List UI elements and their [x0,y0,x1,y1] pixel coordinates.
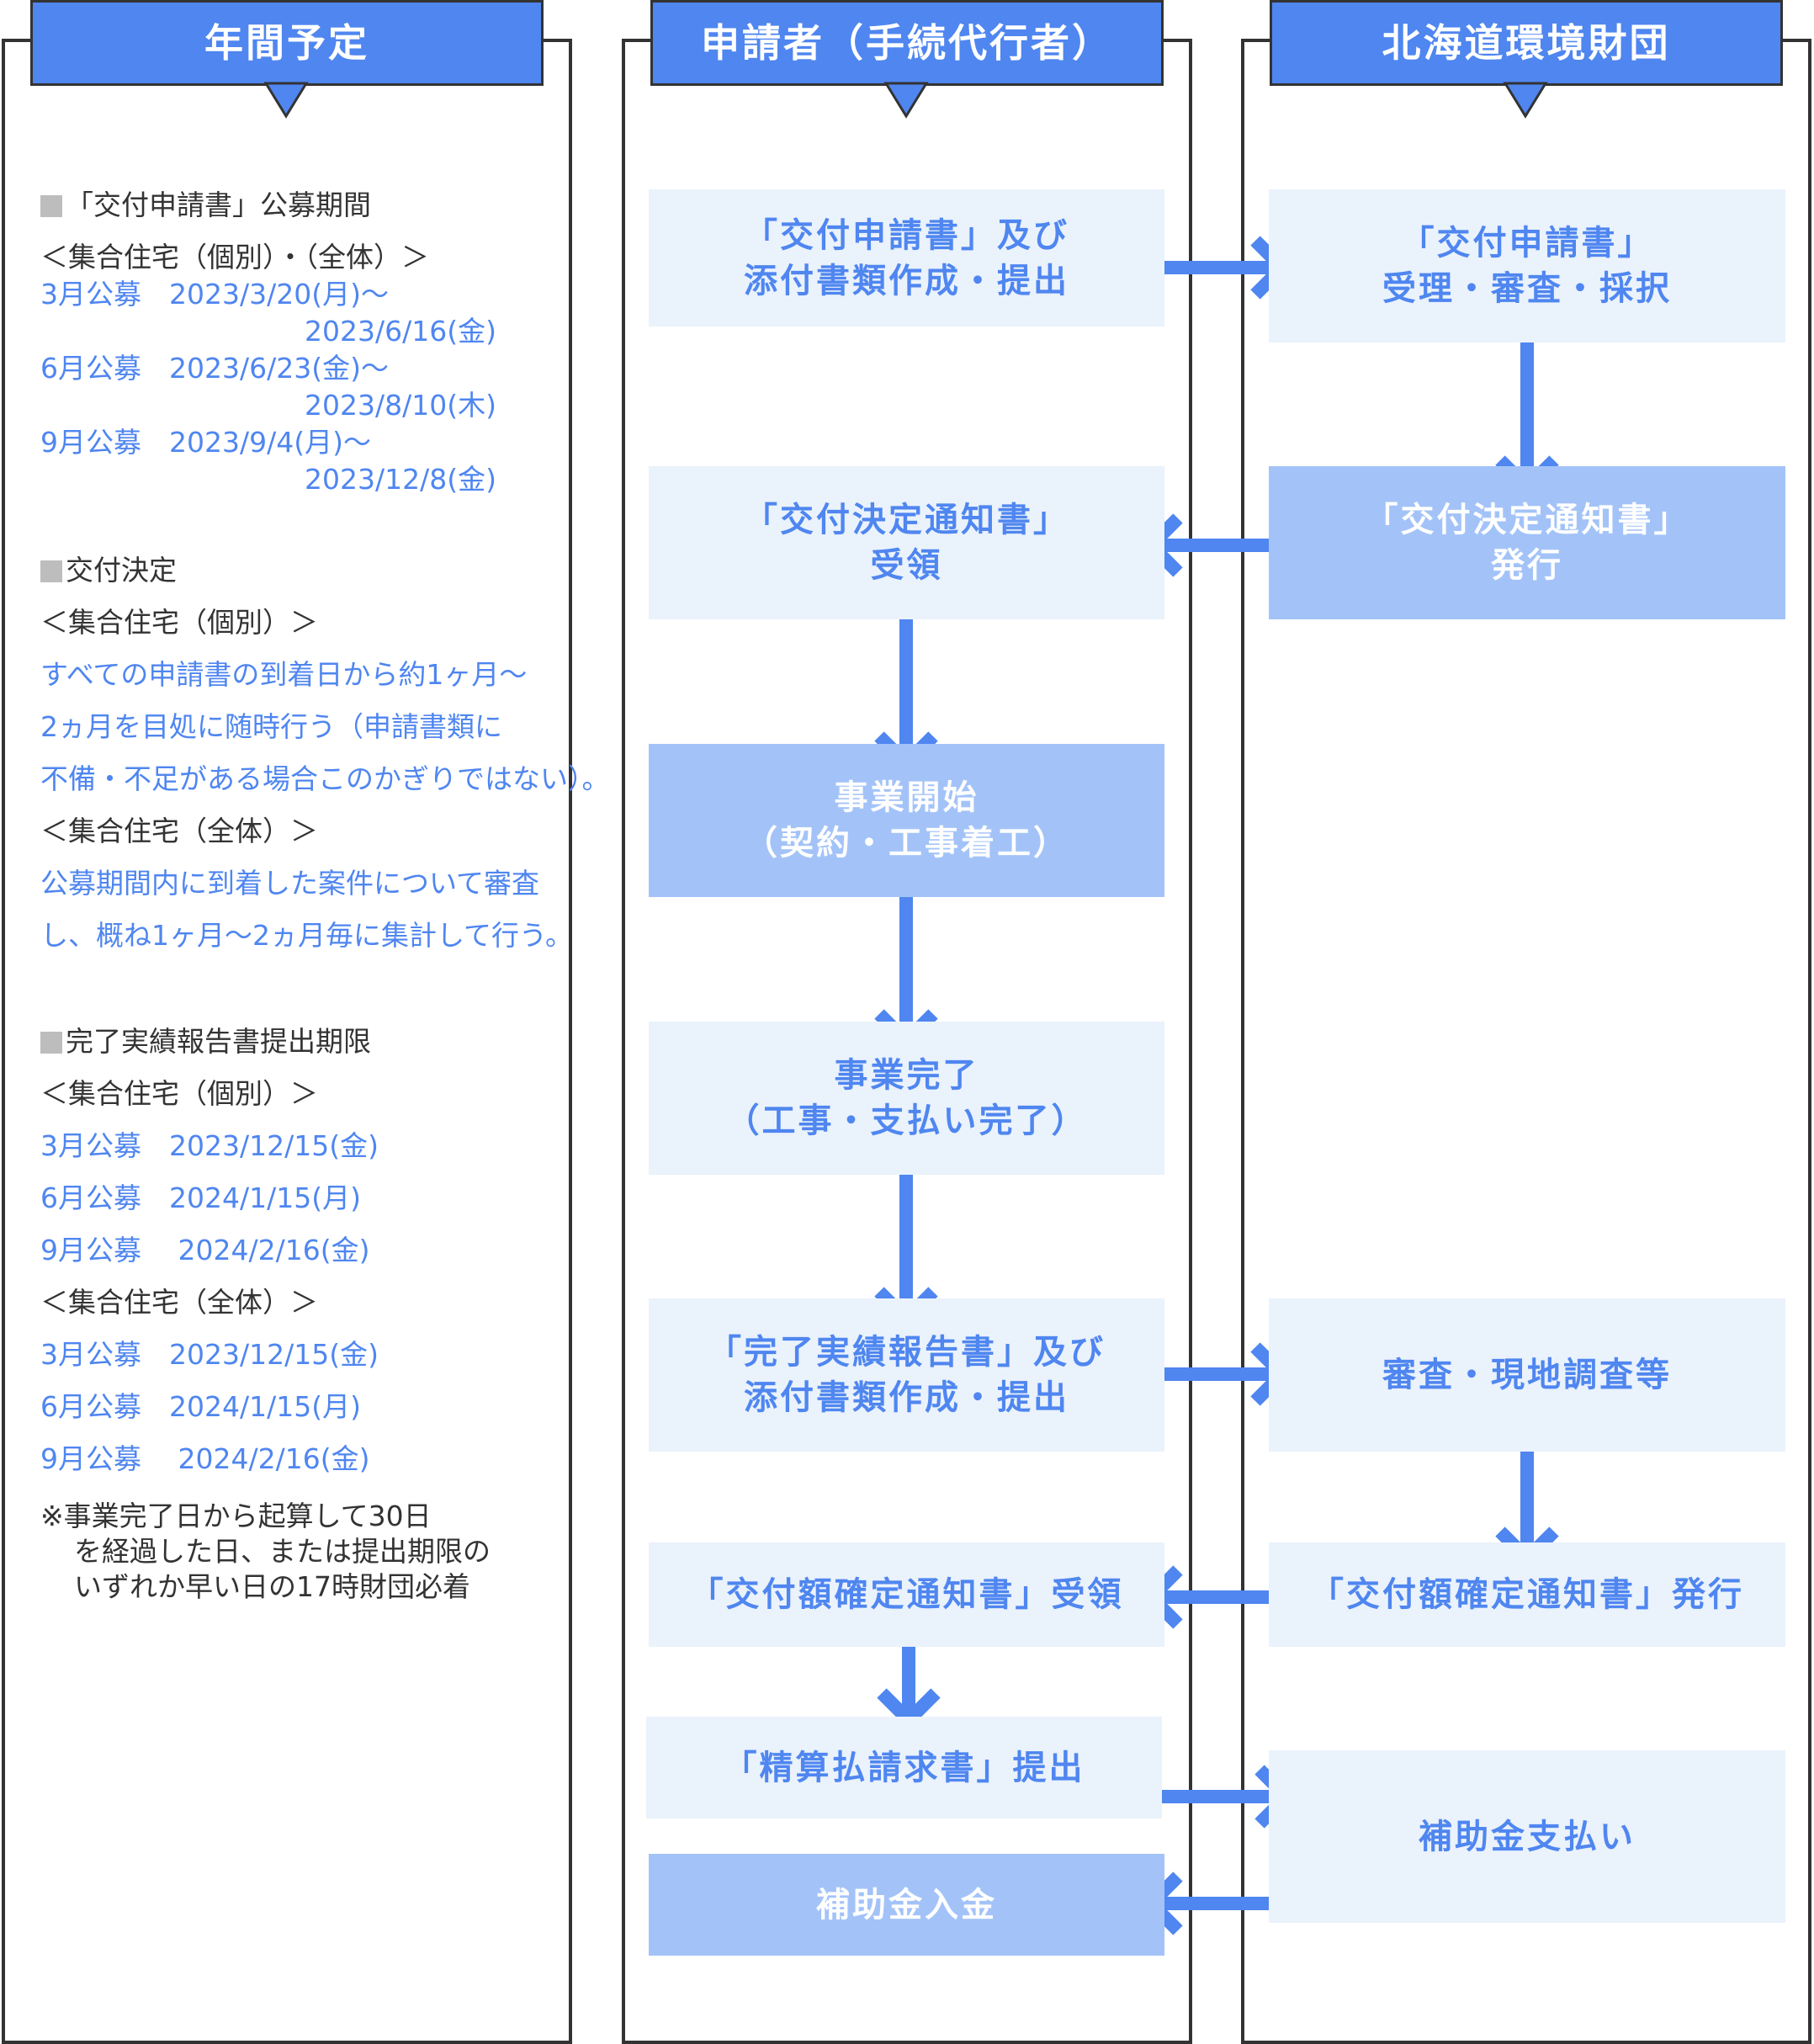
arrow-a2-to-a3 [874,619,938,773]
schedule-line: 6月公募 2023/6/23(金)～ [40,352,389,385]
flow-box-claim-submit: 「精算払請求書」提出 [646,1717,1162,1818]
box-line: 「交付決定通知書」 [744,501,1069,539]
schedule-line: 6月公募 2024/1/15(月) [40,1390,361,1423]
flow-box-application-submit: 「交付申請書」及び 添付書類作成・提出 [649,189,1164,327]
schedule-line: 9月公募 2023/9/4(月)～ [40,426,371,459]
box-line: （工事・支払い完了） [725,1102,1088,1140]
applicant-header: 申請者（手続代行者） [650,0,1164,86]
flow-box-subsidy-received: 補助金入金 [649,1854,1164,1956]
box-line: （契約・工事着工） [744,824,1069,863]
square-bullet-icon [40,560,62,582]
box-line: 「交付申請書」 [1400,224,1654,263]
arrow-a5-to-f3 [1164,1342,1292,1406]
box-line: 「精算払請求書」提出 [723,1748,1085,1787]
schedule-line: 2023/6/16(金) [305,315,496,348]
schedule-line: 9月公募 2024/2/16(金) [40,1442,370,1475]
schedule-line: ＜集合住宅（個別）・（全体）＞ [40,241,429,273]
schedule-line: ＜集合住宅（個別）＞ [40,1077,318,1110]
foundation-header: 北海道環境財団 [1270,0,1783,86]
flow-box-project-start: 事業開始 （契約・工事着工） [649,744,1164,897]
schedule-line: 2023/8/10(木) [305,389,496,422]
box-line: 受領 [870,546,943,585]
schedule-line: 9月公募 2024/2/16(金) [40,1234,370,1266]
box-line: 事業完了 [834,1056,979,1095]
flow-box-subsidy-payment: 補助金支払い [1269,1750,1785,1923]
box-line: 「交付申請書」及び [744,215,1069,255]
box-line: 発行 [1491,546,1563,585]
section-heading: 交付決定 [40,552,177,589]
note-line: ※事業完了日から起算して30日 [40,1500,432,1532]
arrow-a6-to-a7 [877,1645,941,1730]
box-line: 「完了実績報告書」及び [708,1333,1106,1372]
schedule-column [2,39,572,2044]
schedule-line: ＜集合住宅（全体）＞ [40,815,318,847]
box-line: 添付書類作成・提出 [744,1378,1069,1417]
arrow-a1-to-f1 [1164,236,1292,300]
section-heading: 「交付申請書」公募期間 [40,187,371,224]
square-bullet-icon [40,195,62,217]
schedule-line: ＜集合住宅（個別）＞ [40,606,318,639]
box-line: 「交付決定通知書」 [1364,501,1690,539]
flow-box-amount-issue: 「交付額確定通知書」発行 [1269,1542,1785,1647]
square-bullet-icon [40,1032,62,1054]
arrow-a4-to-a5 [874,1174,938,1329]
box-line: 審査・現地調査等 [1382,1356,1672,1394]
foundation-header-pointer [1503,82,1548,119]
box-line: 補助金支払い [1419,1817,1636,1856]
schedule-line: 公募期間内に到着した案件について審査 [40,867,540,900]
schedule-line: 3月公募 2023/3/20(月)～ [40,278,389,311]
schedule-line: 3月公募 2023/12/15(金) [40,1129,379,1162]
arrow-a3-to-a4 [874,897,938,1051]
applicant-header-pointer [883,82,929,119]
box-line: 受理・審査・採択 [1382,269,1672,308]
schedule-header-pointer [263,82,309,119]
box-line: 「交付額確定通知書」発行 [1310,1575,1744,1614]
schedule-line: ＜集合住宅（全体）＞ [40,1286,318,1319]
arrow-f4-to-a6 [1141,1565,1269,1629]
flow-box-application-review: 「交付申請書」 受理・審査・採択 [1269,189,1785,342]
note-line: いずれか早い日の17時財団必着 [74,1570,470,1603]
schedule-header: 年間予定 [30,0,544,86]
flow-box-decision-receive: 「交付決定通知書」 受領 [649,466,1164,619]
flow-box-amount-receive: 「交付額確定通知書」受領 [649,1542,1164,1647]
schedule-line: し、概ね1ヶ月～2ヵ月毎に集計して行う。 [40,919,574,952]
arrow-f2-to-a2 [1141,513,1269,577]
flow-box-inspection: 審査・現地調査等 [1269,1298,1785,1452]
header-pointers [263,82,1548,119]
flow-box-report-submit: 「完了実績報告書」及び 添付書類作成・提出 [649,1298,1164,1452]
box-line: 事業開始 [834,778,979,817]
schedule-line: 2ヵ月を目処に随時行う（申請書類に [40,710,502,743]
schedule-line: 不備・不足がある場合このかぎりではない）。 [40,762,610,795]
schedule-line: 2023/12/8(金) [305,463,496,496]
arrow-a7-to-f5 [1161,1765,1297,1829]
schedule-line: 6月公募 2024/1/15(月) [40,1181,361,1214]
schedule-line: 3月公募 2023/12/15(金) [40,1338,379,1371]
flow-box-decision-issue: 「交付決定通知書」 発行 [1269,466,1785,619]
section-heading: 完了実績報告書提出期限 [40,1023,371,1060]
note-line: を経過した日、または提出期限の [74,1535,491,1568]
box-line: 補助金入金 [816,1885,997,1925]
schedule-line: すべての申請書の到着日から約1ヶ月～ [40,658,528,691]
arrow-f1-to-f2 [1495,341,1559,497]
box-line: 「交付額確定通知書」受領 [689,1575,1124,1614]
arrow-f5-to-a8 [1141,1871,1269,1935]
flow-box-project-complete: 事業完了 （工事・支払い完了） [649,1022,1164,1175]
box-line: 添付書類作成・提出 [744,261,1069,300]
